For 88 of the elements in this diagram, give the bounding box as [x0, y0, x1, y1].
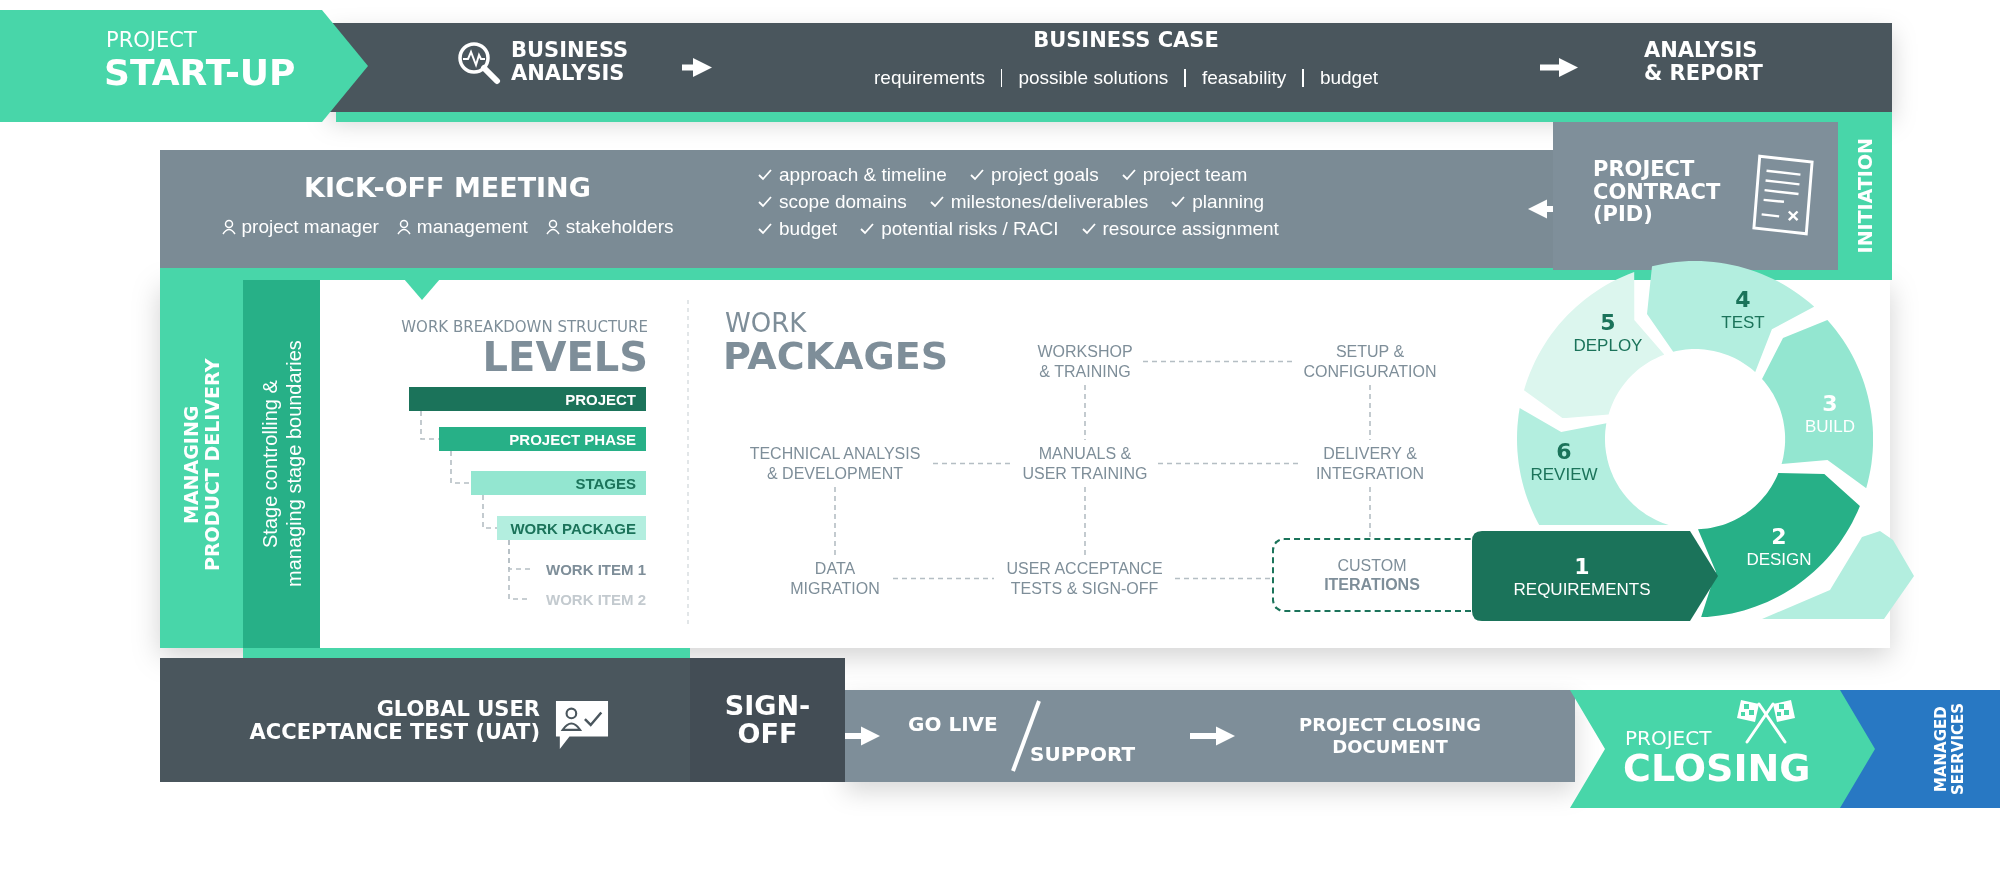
dashed-connector — [482, 494, 498, 529]
step-title: BUSINESS CASE — [1032, 28, 1220, 52]
step-number: 4 — [1734, 287, 1752, 314]
work-package-label: TECHNICAL ANALYSIS & DEVELOPMENT — [748, 444, 922, 483]
block-title: GLOBAL USER ACCEPTANCE TEST (UAT) — [248, 698, 540, 745]
step-label: REVIEW — [1529, 465, 1599, 486]
arrow — [682, 57, 712, 78]
step-label: TEST — [1720, 313, 1766, 334]
block-title: SIGN-OFF — [723, 691, 812, 749]
arrow — [1190, 726, 1235, 746]
step-title: ANALYSIS & REPORT — [1644, 39, 1764, 86]
step-title: BUSINESS ANALYSIS — [511, 39, 630, 86]
dashed-connector — [1174, 577, 1273, 580]
banner-title: START-UP — [104, 52, 296, 93]
level-bar — [439, 427, 646, 451]
step-number: 1 — [1573, 554, 1591, 581]
side-strip — [160, 280, 243, 648]
step-title: SUPPORT — [1030, 742, 1136, 766]
level-label: WORK ITEM 2 — [546, 590, 646, 608]
level-bar — [471, 471, 646, 495]
level-label: WORK ITEM 1 — [546, 560, 646, 578]
contract-box — [1553, 122, 1838, 270]
checklist-item: project goals — [990, 164, 1099, 186]
dashed-connector — [1369, 384, 1371, 441]
step-number: 5 — [1599, 310, 1617, 337]
dashed-connector — [834, 486, 836, 556]
step-label: DEPLOY — [1572, 336, 1644, 357]
banner-subtitle: PROJECT — [106, 28, 197, 52]
arrow — [845, 726, 880, 746]
milestone-block — [160, 658, 690, 782]
level-label: WORK PACKAGE — [510, 519, 637, 537]
section-subtitle: WORK BREAKDOWN STRUCTURE — [401, 318, 648, 336]
section-title: LEVELS — [482, 334, 648, 380]
checklist-item: approach & timeline — [779, 164, 947, 186]
step-title: GO LIVE — [908, 712, 998, 736]
arrow — [1540, 57, 1578, 78]
box-title: PROJECT CONTRACT (PID) — [1593, 158, 1722, 226]
work-package-label: WORKSHOP & TRAINING — [1036, 342, 1134, 381]
role-item: management — [416, 216, 528, 238]
band-title: KICK-OFF MEETING — [303, 172, 592, 203]
dashed-connector — [420, 410, 440, 440]
subtitle-item: possible solutions — [1018, 67, 1169, 89]
checklist-item: resource assignment — [1102, 218, 1279, 240]
step-number: 6 — [1555, 439, 1573, 466]
level-bar — [497, 516, 646, 540]
step-title: PROJECT CLOSING DOCUMENT — [1298, 714, 1482, 758]
vertical-label: INITIATION — [1854, 138, 1876, 254]
dashed-connector — [1369, 486, 1371, 539]
vertical-label: MANAGED SEERVICES — [1932, 701, 1966, 798]
checklist-item: potential risks / RACI — [881, 218, 1059, 240]
work-package-label: USER ACCEPTANCE TESTS & SIGN-OFF — [1005, 559, 1164, 598]
dashed-connector — [450, 450, 472, 484]
work-package-label: MANUALS & USER TRAINING — [1021, 444, 1149, 483]
vertical-label: MANAGING PRODUCT DELIVERY — [180, 356, 223, 573]
dashed-connector — [892, 577, 995, 580]
checklist-item: budget — [779, 218, 838, 240]
vertical-label: Stage controlling & managing stage boundaries — [257, 339, 306, 590]
subtitle-item: budget — [1319, 67, 1378, 89]
role-item: project manager — [241, 216, 379, 238]
level-label: STAGES — [575, 474, 637, 492]
step-label: DESIGN — [1745, 550, 1813, 571]
side-strip — [243, 280, 320, 648]
checklist-item: planning — [1192, 191, 1265, 213]
role-item: stakeholders — [565, 216, 674, 238]
dashed-connector — [932, 462, 1013, 465]
work-package-label: CUSTOM ITERATIONS — [1323, 556, 1421, 595]
dashed-connector — [1142, 360, 1293, 363]
level-label: PROJECT — [565, 390, 637, 408]
work-package-label: DATA MIGRATION — [789, 559, 881, 598]
subtitle-item: feasability — [1201, 67, 1287, 89]
step-label: BUILD — [1803, 417, 1857, 438]
checklist-item: scope domains — [779, 191, 907, 213]
milestone-block — [690, 658, 845, 782]
checklist-item: milestones/deliverables — [950, 191, 1149, 213]
arrow — [1528, 199, 1553, 219]
checklist-item: project team — [1142, 164, 1248, 186]
banner-subtitle: PROJECT — [1625, 726, 1712, 750]
work-package-label: SETUP & CONFIGURATION — [1302, 342, 1438, 381]
level-bar — [409, 387, 646, 411]
dashed-connector — [1084, 486, 1086, 556]
side-strip — [1838, 112, 1892, 280]
step-number: 2 — [1770, 524, 1788, 551]
level-label: PROJECT PHASE — [509, 430, 637, 448]
subtitle-item: requirements — [874, 67, 985, 89]
step-number: 3 — [1821, 391, 1839, 418]
dashed-connector — [1084, 384, 1086, 441]
step-label: REQUIREMENTS — [1512, 580, 1652, 601]
work-package-label: DELIVERY & INTEGRATION — [1314, 444, 1426, 483]
